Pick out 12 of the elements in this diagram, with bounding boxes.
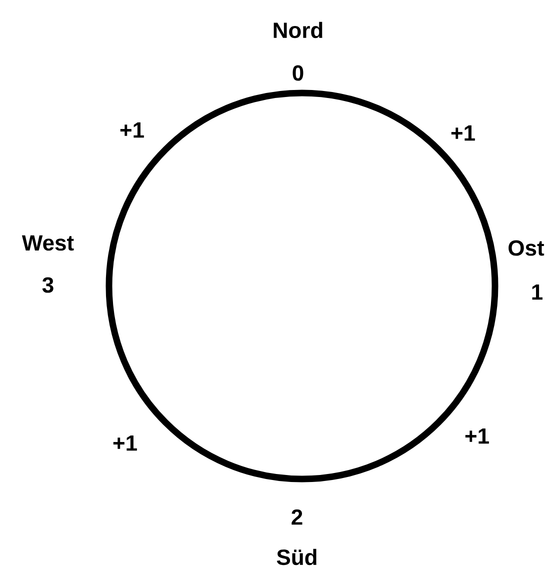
compass-label: +1 [451, 125, 475, 141]
compass-label: Nord [274, 22, 322, 38]
compass-label: +1 [120, 122, 144, 138]
compass-label: 3 [42, 277, 54, 293]
compass-label: Süd [276, 548, 316, 566]
compass-label: Ost [508, 240, 544, 256]
compass-label: +1 [465, 428, 489, 444]
compass-label: +1 [113, 435, 137, 451]
compass-label: West [22, 235, 74, 251]
compass-label: 2 [292, 509, 302, 525]
compass-label: 0 [292, 65, 304, 81]
compass-label: 1 [532, 284, 542, 300]
